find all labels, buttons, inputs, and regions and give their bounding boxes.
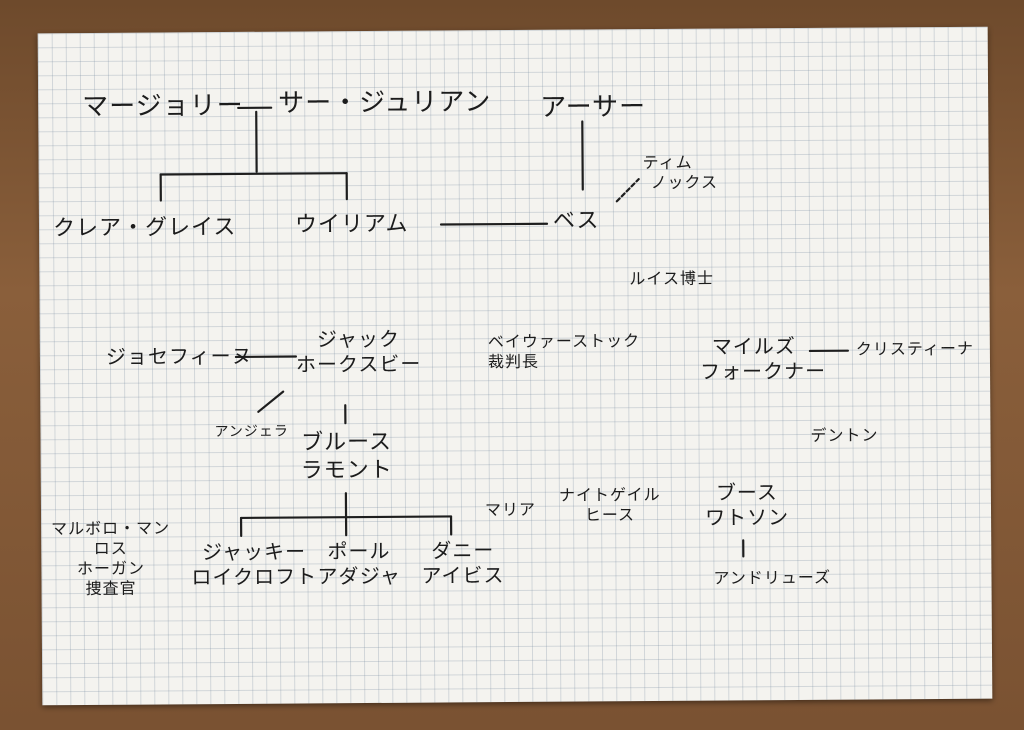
person-josephine: ジョセフィーヌ — [105, 343, 253, 369]
person-judge-baywaterstock: ベイウァーストック 裁判長 — [487, 331, 641, 372]
person-jack-hawksby: ジャック ホークスビー — [295, 326, 422, 377]
affair-line-beth-tim — [615, 178, 640, 203]
person-beth: ベス — [552, 208, 600, 234]
person-marjory: マージョリー — [82, 90, 244, 123]
children-bracket — [159, 172, 348, 176]
person-denton: デントン — [810, 425, 879, 445]
person-maria: マリア — [484, 499, 537, 520]
relationship-lines — [159, 106, 850, 558]
relation-line-jack-angela — [257, 390, 285, 413]
person-bruce-lamont: ブルース ラモント — [300, 429, 393, 483]
person-andrews: アンドリューズ — [713, 567, 832, 588]
person-angela: アンジェラ — [214, 423, 289, 441]
person-dr-lewis: ルイス博士 — [629, 268, 714, 289]
person-tim-knox: ティム ノックス — [642, 152, 718, 193]
notebook-page: マージョリー サー・ジュリアン アーサー ティム ノックス クレア・グレイス ウ… — [37, 26, 993, 706]
person-sir-julian: サー・ジュリアン — [278, 87, 492, 119]
person-marlborough-man-ross-hogan: マルボロ・マン ロス ホーガン 捜査官 — [51, 518, 171, 599]
marriage-line-william-beth — [439, 222, 549, 226]
person-danny-ibis: ダニー アイビス — [421, 538, 505, 588]
person-arthur: アーサー — [540, 92, 647, 123]
person-claire-grace: クレア・グレイス — [52, 214, 237, 242]
person-paul-adaja: ポール アダジャ — [317, 538, 401, 589]
person-nightingale-heath: ナイトゲイル ヒース — [558, 484, 661, 525]
person-christina: クリスティーナ — [855, 338, 975, 359]
person-jackie-roycroft: ジャッキー ロイクロフト — [191, 539, 318, 590]
person-miles-faulkner: マイルズ フォークナー — [699, 334, 827, 384]
person-booth-watson: ブース ワトソン — [704, 480, 790, 530]
person-william: ウイリアム — [294, 211, 409, 238]
